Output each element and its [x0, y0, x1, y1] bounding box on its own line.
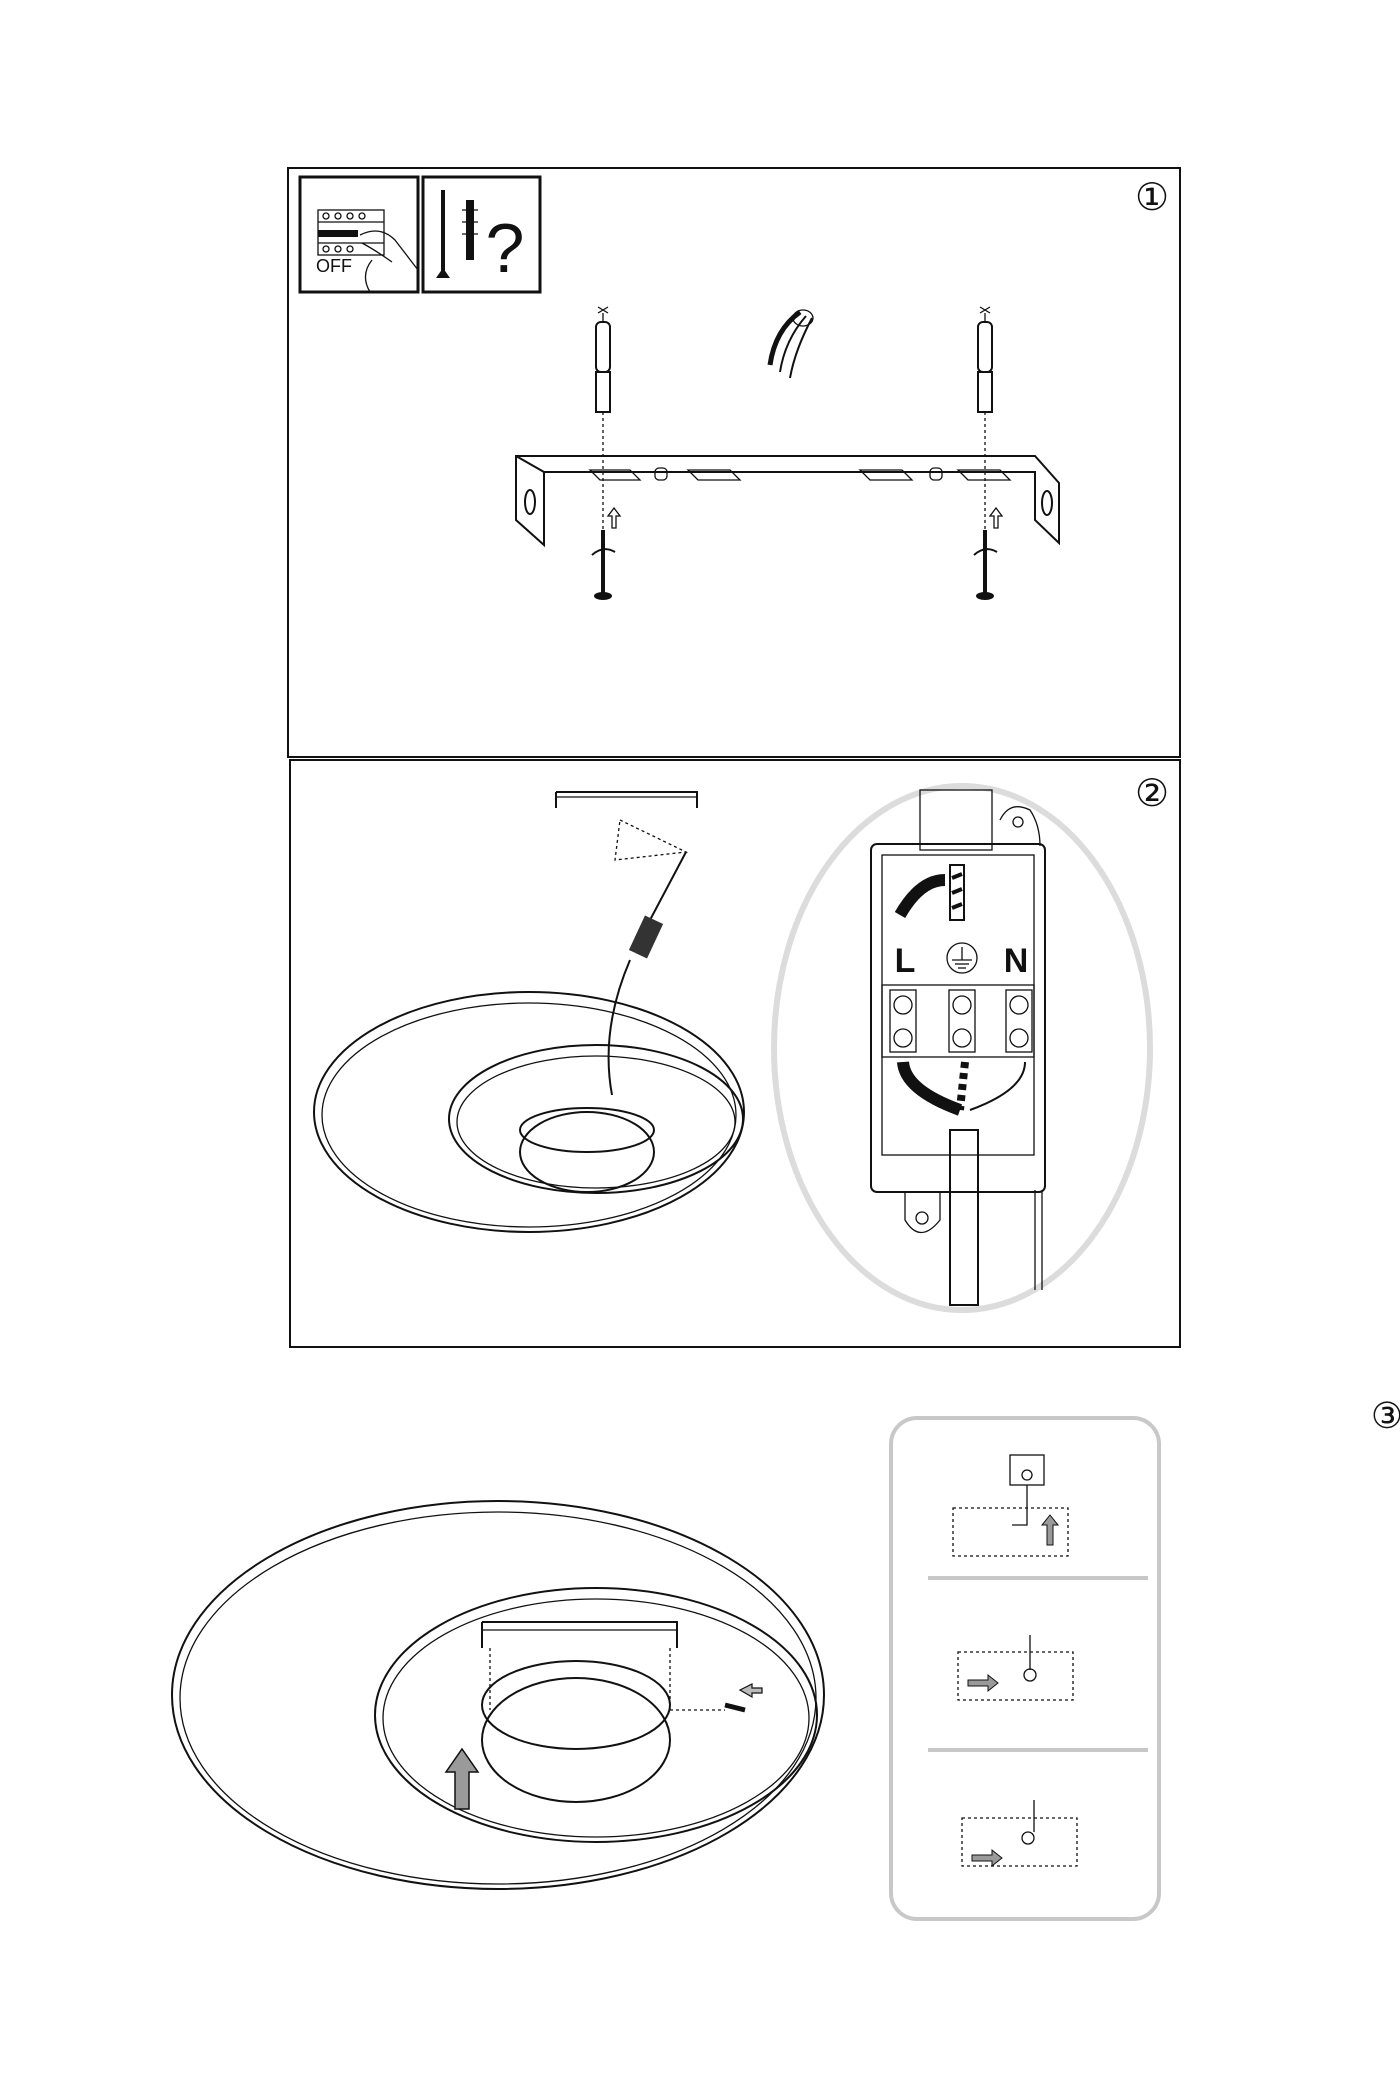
step-2-number: ②: [1135, 773, 1169, 815]
question-mark: ?: [486, 209, 525, 287]
step-1-number: ①: [1135, 177, 1169, 219]
lift-arrow-icon: [444, 1747, 480, 1810]
inset-step-c: [961, 1800, 1078, 1868]
lamp-rings: [313, 991, 745, 1233]
live-label: L: [895, 942, 916, 980]
power-cable-connector: [607, 851, 687, 1096]
screw-right: [973, 506, 1004, 600]
off-label: OFF: [316, 256, 352, 276]
step-2-frame: [289, 759, 1181, 1348]
small-bracket: [555, 791, 698, 861]
lamp-rings-mounted: [171, 1500, 825, 1890]
terminal-block: [870, 843, 1046, 1193]
earth-symbol-icon: [946, 942, 978, 974]
neutral-label: N: [1004, 942, 1029, 980]
detail-inset: [889, 1416, 1161, 1921]
inset-step-b: [957, 1635, 1074, 1701]
screw-dowel-question-icon: ?: [421, 175, 542, 294]
wiring-detail: L N: [771, 783, 1153, 1313]
step-3-number: ③: [1371, 1395, 1400, 1436]
step-1-frame: [287, 167, 1181, 758]
bracket-on-canopy: [481, 1621, 725, 1711]
step-2-panel: ② L: [289, 759, 1181, 1348]
mounting-bracket: [515, 455, 1060, 548]
power-off-icon: OFF: [298, 175, 420, 294]
mains-wires-icon: [767, 309, 814, 379]
side-screw: [724, 1683, 763, 1713]
step-3-panel: ③: [171, 1395, 1400, 1921]
screw-left: [591, 506, 622, 600]
step-1-panel: ① OFF ?: [287, 167, 1181, 758]
detail-highlight-ellipse: [771, 783, 1153, 1313]
inset-step-a: [952, 1454, 1069, 1557]
